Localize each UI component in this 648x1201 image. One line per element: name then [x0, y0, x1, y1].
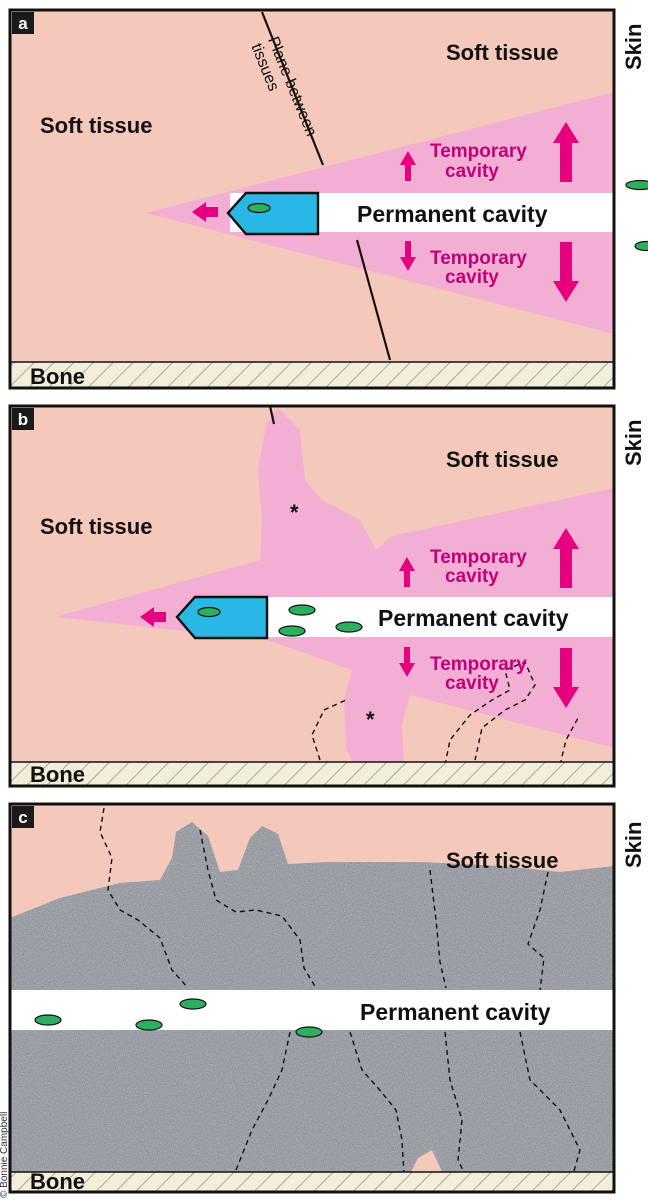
soft-tissue-label-left: Soft tissue [40, 514, 152, 539]
bone-strip [10, 762, 614, 786]
bullet [228, 193, 318, 234]
fragment [35, 1015, 61, 1025]
asterisk-marker: * [290, 500, 299, 525]
panel-c: c Soft tissue Permanent cavity Bone Skin [10, 804, 646, 1194]
skin-label: Skin [621, 420, 646, 466]
temporary-cavity-label-bottom-2: cavity [445, 267, 499, 288]
skin-label: Skin [621, 24, 646, 70]
temporary-cavity-label-top-2: cavity [445, 161, 499, 182]
fragment [279, 626, 305, 636]
temporary-cavity-label-bottom-1: Temporary [430, 248, 527, 269]
bone-strip [10, 362, 614, 388]
bone-label: Bone [30, 1169, 85, 1194]
panel-b: b Soft tissue Soft tissue * * Temporary … [10, 406, 646, 787]
panel-letter: b [18, 410, 28, 429]
temporary-cavity-label-bottom-2: cavity [445, 673, 499, 694]
bone-label: Bone [30, 762, 85, 787]
fragment [626, 181, 648, 190]
fragment [296, 1027, 322, 1037]
panel-letter: c [18, 808, 27, 827]
skin-label: Skin [621, 822, 646, 868]
fragment [198, 608, 220, 617]
fragment [248, 204, 270, 213]
image-credit: © Bonnie Campbell [0, 1112, 10, 1198]
fragment [180, 999, 206, 1009]
bullet [177, 597, 267, 638]
soft-tissue-label-right: Soft tissue [446, 447, 558, 472]
panel-letter: a [18, 14, 28, 33]
bone-label: Bone [30, 364, 85, 389]
asterisk-marker: * [366, 707, 375, 732]
temporary-cavity-label-bottom-1: Temporary [430, 654, 527, 675]
soft-tissue-label-right: Soft tissue [446, 848, 558, 873]
fragment [635, 242, 648, 251]
fragment [336, 622, 362, 632]
permanent-cavity-label: Permanent cavity [357, 201, 548, 227]
fragment [289, 605, 315, 615]
temporary-cavity-label-top-1: Temporary [430, 547, 527, 568]
bone-strip [10, 1172, 614, 1192]
soft-tissue-label-right: Soft tissue [446, 40, 558, 65]
permanent-cavity-label: Permanent cavity [378, 605, 569, 631]
panel-a: a Soft tissue Soft tissue Plane between … [10, 10, 648, 389]
temporary-cavity-label-top-1: Temporary [430, 141, 527, 162]
permanent-cavity-label: Permanent cavity [360, 999, 551, 1025]
fragment [136, 1020, 162, 1030]
temporary-cavity-label-top-2: cavity [445, 566, 499, 587]
soft-tissue-label-left: Soft tissue [40, 113, 152, 138]
